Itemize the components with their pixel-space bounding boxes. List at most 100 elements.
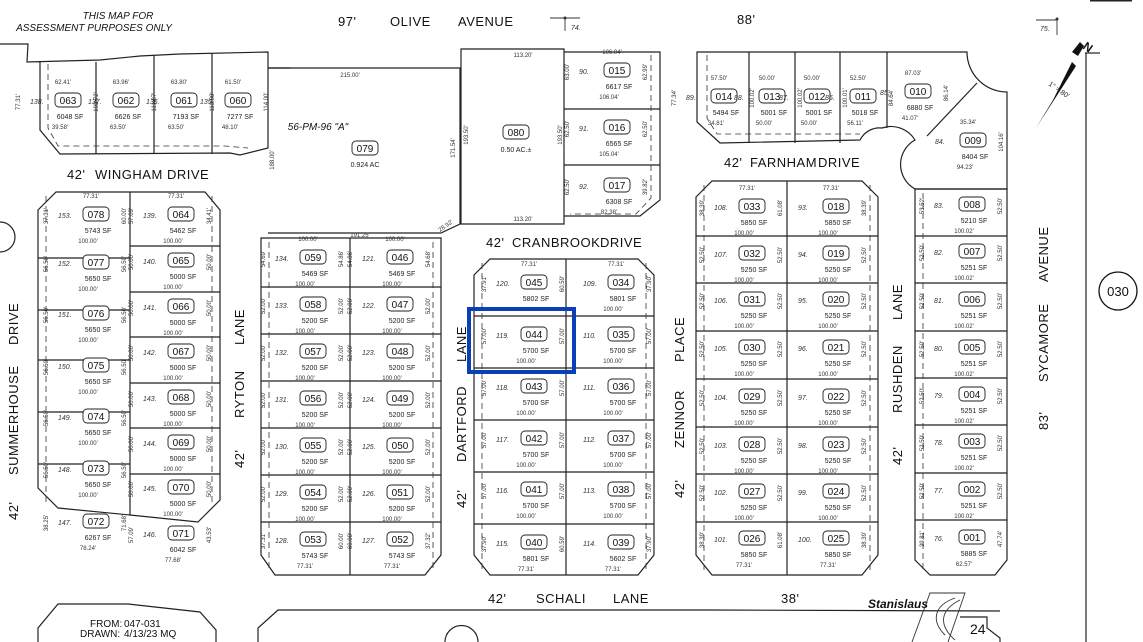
apn-number: 037 [613, 434, 630, 445]
apn-box [386, 484, 414, 500]
dimension-side: 52.50' [778, 341, 784, 357]
apn-number: 004 [964, 390, 981, 401]
parcel-079[interactable]: 56-PM-96 "A" 079 0.924 AC 215.00' 191.25… [268, 67, 461, 239]
dimension-bottom: 100.00' [516, 411, 536, 417]
svg-text:42': 42' [724, 155, 742, 170]
parcel-area: 5250 SF [741, 410, 767, 417]
dimension-bottom: 100.00' [818, 324, 838, 330]
parcel-area: 5700 SF [610, 348, 636, 355]
lot-number: 109. [583, 281, 597, 288]
adjacent-map-030-link[interactable]: 030 [1098, 271, 1138, 311]
svg-text:RYTON: RYTON [232, 370, 247, 418]
parcel-area: 5650 SF [85, 276, 111, 283]
svg-text:42': 42' [454, 490, 469, 508]
parcel-080[interactable]: 080 0.50 AC.± 113.20' 113.20' 193.50' 19… [460, 48, 565, 225]
map-footer-info: FROM: 047-031 DRAWN: 4/13/23 MQ [80, 619, 176, 640]
dimension-left: 52.00' [261, 345, 267, 361]
dimension-left: 62.50' [565, 179, 571, 195]
parcel-area: 5000 SF [170, 365, 196, 372]
dimension-side: 50.00' [207, 300, 213, 316]
svg-text:DRIVE: DRIVE [6, 303, 21, 345]
